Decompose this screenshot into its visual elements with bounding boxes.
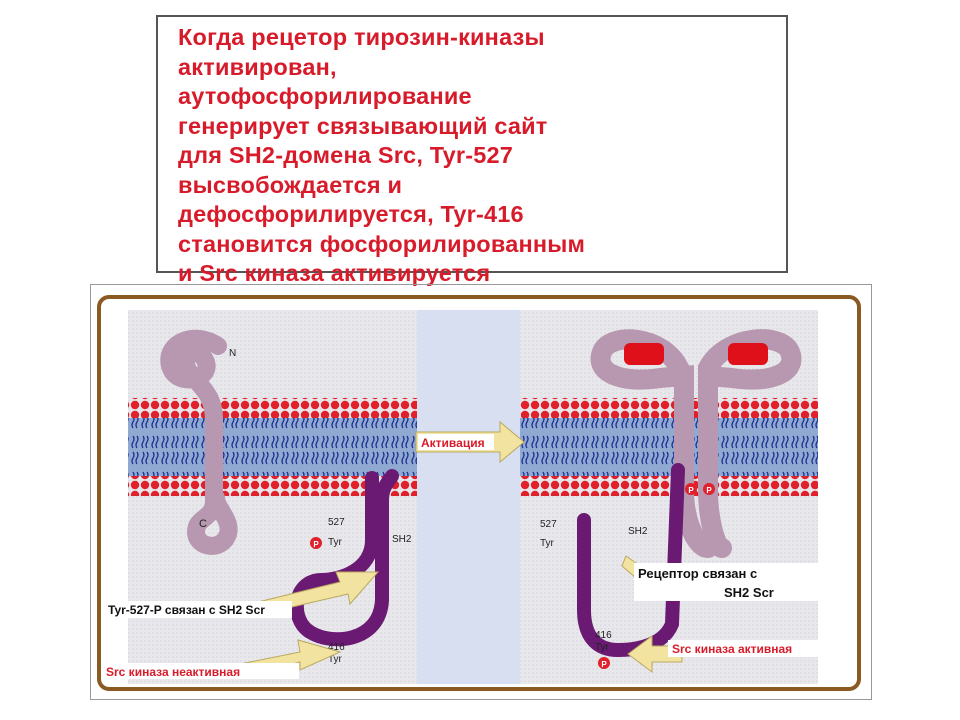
receptor-phosphate-2-icon [703, 483, 715, 495]
right-tyr416-phosphate-icon [598, 657, 610, 669]
left-membrane [128, 398, 417, 496]
caption-line-3: аутофосфорилирование [178, 83, 472, 109]
left-receptor [160, 329, 238, 555]
left-bound-callout-text: Tyr-527-P связан с SH2 Scr [108, 603, 265, 617]
right-receptor-callout-line1: Рецептор связан с [638, 566, 757, 581]
right-tyr527-name: Tyr [540, 538, 555, 549]
receptor-phosphate-2-label: P [706, 486, 712, 495]
caption-line-6: высвобождается и [178, 171, 403, 198]
right-active-callout-bg [668, 640, 846, 657]
left-n-terminus-label: N [229, 348, 236, 359]
figure-border [97, 295, 861, 691]
right-tyr416-number: 416 [595, 630, 612, 641]
right-sh2-label: SH2 [628, 526, 648, 537]
left-sh2-label: SH2 [392, 534, 412, 545]
caption-line-7: дефосфорилируется, Tyr-416 [178, 201, 524, 227]
left-bound-callout-bg [106, 601, 292, 618]
left-inactive-callout-text: Src киназа неактивная [106, 665, 240, 679]
caption-text: Когда рецетор тирозин-киназы активирован… [178, 23, 585, 289]
left-phosphate-icon [310, 537, 322, 549]
activation-label-bg [418, 434, 494, 450]
ligand-right-icon [728, 343, 768, 365]
right-active-callout-arrow [627, 635, 683, 673]
right-src-kinase [577, 463, 685, 658]
receptor-phosphate-1-icon [685, 483, 697, 495]
caption-box: Когда рецетор тирозин-киназы активирован… [156, 15, 788, 286]
right-active-callout-text: Src киназа активная [672, 642, 792, 656]
activation-label: Активация [421, 436, 485, 450]
right-receptor-a [590, 329, 718, 558]
middle-panel-bg [417, 310, 520, 684]
left-tyr416-name: Tyr [328, 654, 343, 665]
right-tyr527-number: 527 [540, 519, 557, 530]
left-tyr527-name: Tyr [328, 537, 343, 548]
left-tyr416-number: 416 [328, 642, 345, 653]
left-tyr527-number: 527 [328, 517, 345, 528]
right-receptor-callout-line2: SH2 Scr [724, 585, 774, 600]
caption-line-4: генерирует связывающий сайт [178, 112, 548, 139]
caption-line-1: Когда рецетор тирозин-киназы [178, 24, 545, 50]
figure-frame [90, 284, 872, 700]
left-c-terminus-label: C [199, 518, 207, 530]
right-receptor-callout-bg [634, 563, 820, 601]
ligand-left-icon [624, 343, 664, 365]
caption-line-8: становится фосфорилированным [178, 230, 586, 257]
right-membrane [520, 398, 818, 496]
right-tyr416-phosphate-label: P [601, 660, 607, 669]
caption-line-9: и Src киназа активируется [178, 260, 491, 286]
left-inactive-callout-bg [103, 663, 299, 679]
caption-line-2: активирован, [178, 53, 337, 80]
caption-line-5: для SH2-домена Src, Tyr-527 [178, 142, 514, 168]
left-phosphate-label: P [313, 540, 319, 549]
right-receptor-b [698, 329, 802, 558]
right-tyr416-name: Tyr [595, 642, 610, 653]
receptor-phosphate-1-label: P [688, 486, 694, 495]
